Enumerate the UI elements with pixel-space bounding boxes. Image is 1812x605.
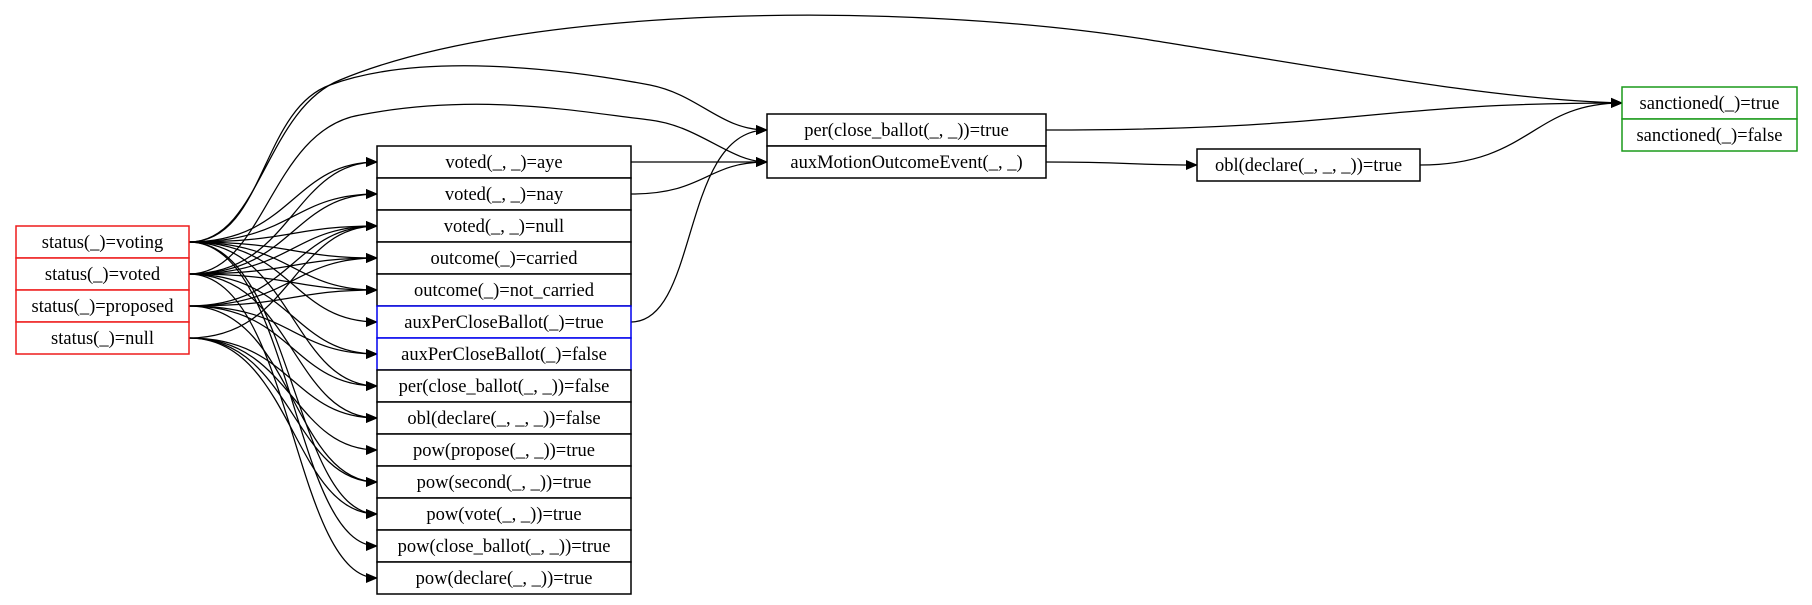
node-aux-motion: auxMotionOutcomeEvent(_, _) [766,145,1047,179]
node-label: per(close_ballot(_, _))=false [399,377,610,397]
node-label: pow(vote(_, _))=true [426,505,581,525]
edge-voted-nay-to-aux-motion [630,157,768,195]
node-box [15,257,190,291]
node-status-null: status(_)=null [15,321,190,355]
node-voted-null: voted(_, _)=null [376,209,632,243]
node-pow-vote: pow(vote(_, _))=true [376,497,632,531]
node-box [376,497,632,531]
node-label: auxMotionOutcomeEvent(_, _) [790,153,1022,173]
node-status-voting: status(_)=voting [15,225,190,259]
nodes-layer: status(_)=voting status(_)=voted status(_)… [15,86,1798,595]
edge-status-voted-to-voted-aye [188,157,378,275]
node-status-proposed: status(_)=proposed [15,289,190,323]
node-box [376,561,632,595]
node-sanctioned-true: sanctioned(_)=true [1621,86,1798,120]
edge-aux-true-to-per-close-true [630,125,768,323]
node-box [376,401,632,435]
node-label: status(_)=proposed [32,297,175,317]
node-box [376,241,632,275]
edge-status-null-to-pow-propose [188,337,378,455]
node-label: obl(declare(_, _, _))=true [1215,156,1402,176]
edge-status-null-to-pow-second [188,337,378,487]
node-box [15,289,190,323]
node-box [766,113,1047,147]
edge-aux-motion-to-obl-declare-true [1045,159,1198,170]
node-voted-nay: voted(_, _)=nay [376,177,632,211]
edge-status-null-to-obl-declare-false [188,337,378,423]
node-aux-false: auxPerCloseBallot(_)=false [376,337,632,371]
edge-status-voting-to-per-close-false [188,241,378,391]
node-box [15,321,190,355]
node-sanctioned-false: sanctioned(_)=false [1621,118,1798,152]
node-pow-close-ballot: pow(close_ballot(_, _))=true [376,529,632,563]
node-label: voted(_, _)=nay [445,185,564,205]
node-label: outcome(_)=carried [430,249,578,269]
node-obl-declare-false: obl(declare(_, _, _))=false [376,401,632,435]
node-label: voted(_, _)=null [444,217,564,237]
node-box [376,529,632,563]
node-outcome-not-carried: outcome(_)=not_carried [376,273,632,307]
node-label: outcome(_)=not_carried [414,281,595,301]
node-label: sanctioned(_)=false [1636,126,1782,146]
node-aux-true: auxPerCloseBallot(_)=true [376,305,632,339]
node-label: pow(close_ballot(_, _))=true [398,537,611,557]
edge-status-voted-to-voted-null [188,221,378,275]
node-box [1621,118,1798,152]
node-pow-second: pow(second(_, _))=true [376,465,632,499]
node-box [1621,86,1798,120]
edge-status-proposed-to-voted-null [188,221,378,307]
node-box [376,369,632,403]
node-label: status(_)=voted [45,265,161,285]
node-label: pow(propose(_, _))=true [413,441,595,461]
node-label: sanctioned(_)=true [1640,94,1780,114]
node-label: voted(_, _)=aye [445,153,562,173]
node-obl-declare-true: obl(declare(_, _, _))=true [1196,148,1421,182]
node-status-voted: status(_)=voted [15,257,190,291]
node-outcome-carried: outcome(_)=carried [376,241,632,275]
edge-status-proposed-to-aux-false [188,305,378,359]
edge-status-proposed-to-per-close-false [188,305,378,391]
edge-status-voted-to-aux-false [188,273,378,359]
node-label: per(close_ballot(_, _))=true [804,121,1009,141]
node-label: pow(declare(_, _))=true [416,569,593,589]
edge-obl-declare-true-to-sanctioned-true [1419,98,1623,166]
node-box [1196,148,1421,182]
edge-status-proposed-to-outcome-not-carried [188,285,378,307]
edge-status-voted-to-voted-nay [188,189,378,275]
node-box [376,305,632,339]
node-box [766,145,1047,179]
node-label: pow(second(_, _))=true [417,473,592,493]
node-label: obl(declare(_, _, _))=false [407,409,600,429]
node-voted-aye: voted(_, _)=aye [376,145,632,179]
edge-per-close-true-to-sanctioned-true [1045,98,1623,131]
node-label: auxPerCloseBallot(_)=true [404,313,604,333]
edge-status-null-to-voted-null [188,221,378,339]
edge-status-voting-to-sanctioned-true [188,14,1623,243]
node-per-close-true: per(close_ballot(_, _))=true [766,113,1047,147]
node-label: status(_)=voting [42,233,163,253]
node-label: status(_)=null [51,329,154,349]
node-label: auxPerCloseBallot(_)=false [401,345,607,365]
node-box [376,209,632,243]
node-box [376,465,632,499]
edge-status-voted-to-obl-declare-false [188,273,378,423]
edge-status-voted-to-aux-motion [188,103,768,275]
node-per-close-false: per(close_ballot(_, _))=false [376,369,632,403]
node-box [376,145,632,179]
node-pow-declare: pow(declare(_, _))=true [376,561,632,595]
node-box [376,273,632,307]
edge-status-voting-to-voted-aye [188,157,378,243]
edges-layer [188,14,1623,583]
edge-status-proposed-to-pow-second [188,305,378,487]
node-box [376,337,632,371]
edge-status-null-to-pow-vote [188,337,378,519]
node-pow-propose: pow(propose(_, _))=true [376,433,632,467]
node-box [15,225,190,259]
